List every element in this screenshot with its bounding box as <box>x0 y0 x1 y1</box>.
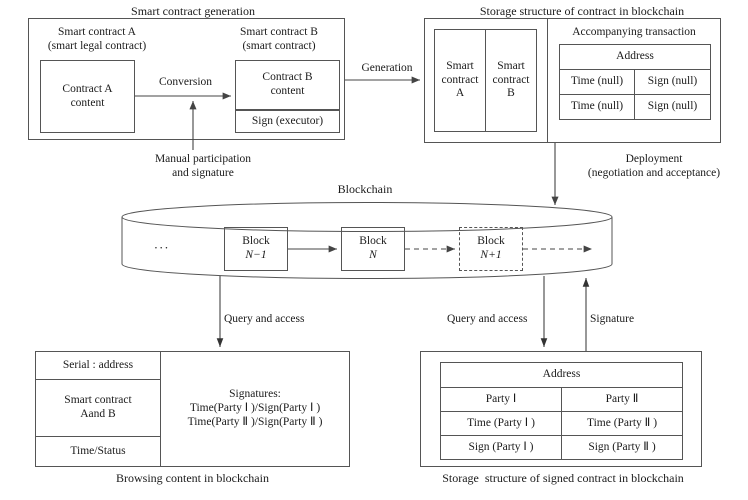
contract-a-heading-line2: (smart legal contract) <box>47 39 147 52</box>
block-n-plus-1-label: Block <box>477 235 505 248</box>
signed-address-header: Address <box>440 362 683 388</box>
generation-panel-title: Smart contract generation <box>131 4 255 18</box>
block-n: Block N <box>341 227 405 271</box>
blockchain-ellipsis: ··· <box>154 240 170 255</box>
transaction-row-2-time: Time (null) <box>559 94 635 120</box>
signature-label: Signature <box>590 313 635 325</box>
block-n-label: Block <box>359 235 387 248</box>
contract-b-heading: Smart contract B(smart contract) <box>215 26 343 53</box>
transaction-row-1-time: Time (null) <box>559 69 635 95</box>
signed-row-time-left: Time (Party Ⅰ ) <box>440 411 562 436</box>
manual-participation-label: Manual participation and signature <box>154 153 252 179</box>
signed-row-time-right: Time (Party Ⅱ ) <box>561 411 683 436</box>
contract-b-heading-line2: (smart contract) <box>242 39 316 52</box>
contract-a-heading: Smart contract A(smart legal contract) <box>32 26 162 53</box>
block-n-index: N <box>369 249 377 261</box>
contract-a-heading-line1: Smart contract A <box>58 26 136 38</box>
query-right-label: Query and access <box>447 313 528 325</box>
storage-smart-contract-a: Smart contract A <box>434 29 486 132</box>
storage-panel-title: Storage structure of contract in blockch… <box>479 4 685 18</box>
signed-row-party-left: Party Ⅰ <box>440 387 562 412</box>
browsing-row-serial: Serial : address <box>35 351 161 380</box>
contract-b-content-box: Contract B content <box>235 60 340 110</box>
contract-a-content-box: Contract A content <box>40 60 135 133</box>
storage-smart-contract-b: Smart contract B <box>485 29 537 132</box>
browsing-panel-caption: Browsing content in blockchain <box>116 471 269 485</box>
block-n-plus-1-index: N+1 <box>480 249 502 261</box>
signed-row-sign-left: Sign (Party Ⅰ ) <box>440 435 562 460</box>
signed-panel-caption: Storage structure of signed contract in … <box>442 471 684 485</box>
block-n-plus-1: Block N+1 <box>459 227 523 271</box>
signed-panel-frame <box>420 351 702 467</box>
block-n-minus-1: Block N−1 <box>224 227 288 271</box>
generation-arrow-label: Generation <box>361 62 413 74</box>
signed-row-party-right: Party Ⅱ <box>561 387 683 412</box>
transaction-row-1-sign: Sign (null) <box>634 69 711 95</box>
contract-b-heading-line1: Smart contract B <box>240 26 318 38</box>
browsing-row-contract: Smart contract Aand B <box>35 379 161 437</box>
conversion-label: Conversion <box>158 76 213 88</box>
generation-panel-frame <box>28 18 345 140</box>
transaction-address-header: Address <box>559 44 711 70</box>
accompanying-transaction-title: Accompanying transaction <box>572 26 696 38</box>
signed-row-sign-right: Sign (Party Ⅱ ) <box>561 435 683 460</box>
transaction-row-2-sign: Sign (null) <box>634 94 711 120</box>
storage-panel-frame-right <box>547 18 721 143</box>
browsing-signatures-block: Signatures: Time(Party Ⅰ )/Sign(Party Ⅰ … <box>160 351 350 467</box>
deployment-label: Deployment (negotiation and acceptance) <box>587 153 721 179</box>
block-n-minus-1-label: Block <box>242 235 270 248</box>
contract-b-sign-row: Sign (executor) <box>235 110 340 133</box>
block-n-minus-1-index: N−1 <box>245 249 267 261</box>
query-left-label: Query and access <box>224 313 305 325</box>
blockchain-title: Blockchain <box>337 182 393 196</box>
browsing-row-time-status: Time/Status <box>35 436 161 467</box>
